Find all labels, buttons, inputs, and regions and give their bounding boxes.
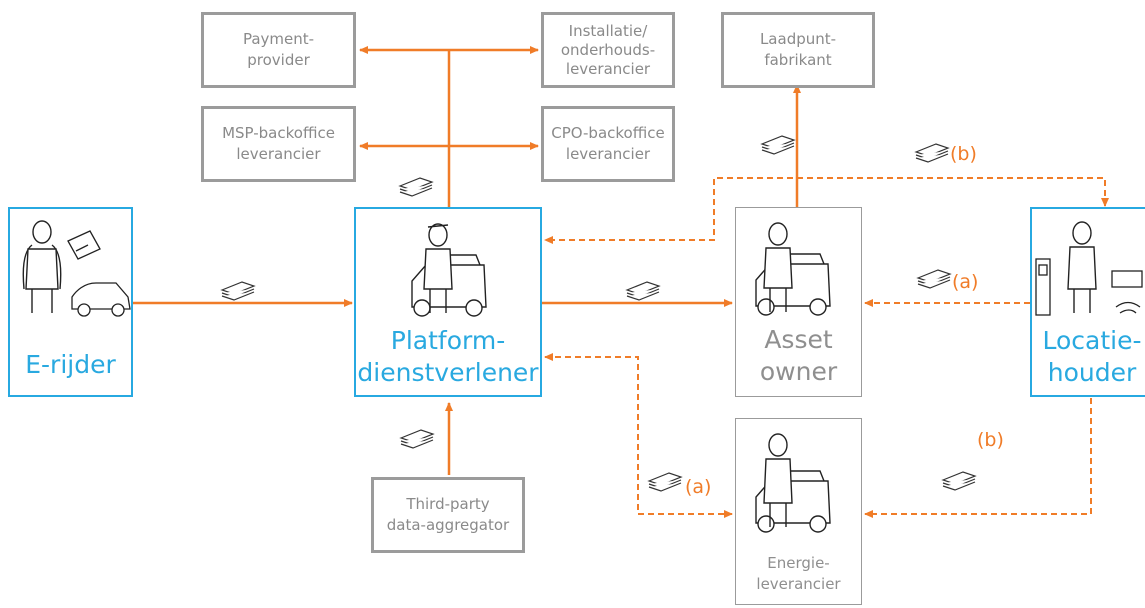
dashed-a-bottom (544, 353, 733, 518)
node-installatie: Installatie/ onderhouds- leverancier (541, 12, 675, 88)
asset-owner-illustration (755, 222, 831, 316)
node-third-party-label: Third-party data-aggregator (386, 495, 510, 534)
label-b-right: (b) (977, 429, 1004, 451)
charging-station-icon (1111, 270, 1143, 314)
label-a-bottom: (a) (685, 476, 712, 498)
charge-card-icon (67, 230, 101, 260)
node-payment-provider: Payment- provider (201, 12, 356, 88)
node-energie-label: Energie- leverancier (756, 554, 841, 593)
money-stack-icon (647, 472, 683, 492)
person-icon (763, 433, 793, 527)
label-a-right: (a) (952, 271, 979, 293)
dashed-b-right (864, 398, 1092, 518)
node-cpo-label: CPO-backoffice leverancier (551, 124, 665, 163)
person-icon (423, 223, 453, 313)
locatie-illustration (1035, 221, 1143, 316)
money-stack-icon (941, 471, 977, 491)
money-stack-icon (398, 177, 434, 197)
person-icon (763, 222, 793, 312)
e-rijder-illustration (22, 220, 131, 317)
node-installatie-label: Installatie/ onderhouds- leverancier (560, 21, 656, 78)
node-platform-label: Platform- dienstverlener (357, 326, 539, 387)
node-e-rijder: E-rijder (8, 207, 133, 397)
money-stack-icon (399, 429, 435, 449)
money-stack-icon (916, 269, 952, 289)
node-laadpunt-label: Laadpunt- fabrikant (759, 30, 837, 69)
node-platform-dienstverlener: Platform- dienstverlener (354, 207, 542, 397)
node-payment-label: Payment- provider (242, 30, 315, 69)
person-icon (22, 220, 62, 313)
money-stack-icon (220, 281, 256, 301)
energie-illustration (755, 433, 831, 533)
node-laadpunt-fabrikant: Laadpunt- fabrikant (721, 12, 875, 88)
platform-illustration (411, 223, 487, 317)
node-cpo-backoffice: CPO-backoffice leverancier (541, 106, 675, 182)
money-stack-icon (625, 281, 661, 301)
node-asset-owner: Asset owner (735, 207, 862, 397)
node-msp-label: MSP-backoffice leverancier (222, 124, 335, 163)
node-e-rijder-label: E-rijder (25, 350, 116, 379)
money-stack-icon (760, 135, 796, 155)
node-asset-label: Asset owner (759, 325, 838, 386)
person-icon (1067, 221, 1097, 313)
label-b-top: (b) (950, 143, 977, 165)
node-locatie-label: Locatie- houder (1042, 326, 1142, 387)
charging-station-icon (1035, 258, 1051, 316)
node-energie-leverancier: Energie- leverancier (735, 418, 862, 605)
node-locatie-houder: Locatie- houder (1030, 207, 1145, 397)
node-third-party: Third-party data-aggregator (371, 477, 525, 553)
car-icon (71, 282, 131, 317)
money-stack-icon (914, 143, 950, 163)
node-msp-backoffice: MSP-backoffice leverancier (201, 106, 356, 182)
